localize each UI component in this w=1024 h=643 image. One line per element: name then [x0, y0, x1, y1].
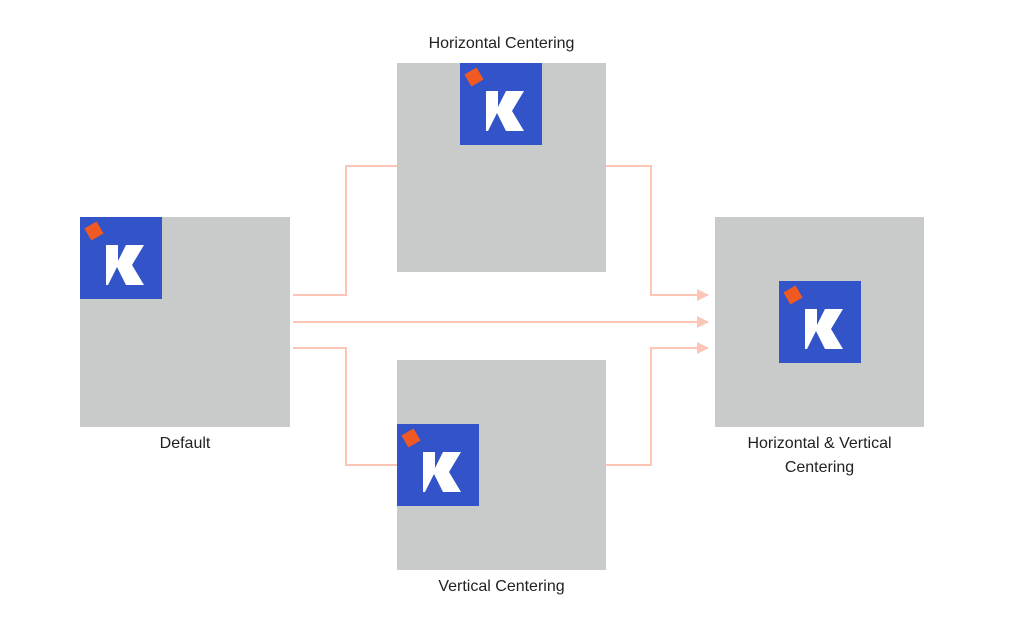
horizontal-label: Horizontal Centering — [428, 35, 575, 52]
edge-vertical-to-both — [606, 342, 709, 466]
k-logo-icon — [80, 217, 162, 299]
k-logo-icon — [397, 424, 479, 506]
default-label: Default — [159, 435, 211, 452]
both-label-line2: Centering — [784, 459, 855, 476]
edge-horizontal-to-both — [606, 165, 709, 301]
vertical-label: Vertical Centering — [438, 578, 565, 595]
edge-default-to-vertical — [293, 347, 397, 466]
horizontal-panel — [397, 63, 606, 272]
vertical-panel — [397, 360, 606, 570]
k-logo-icon — [460, 63, 542, 145]
k-logo-icon — [779, 281, 861, 363]
edge-default-to-horizontal — [293, 165, 397, 296]
both-panel — [715, 217, 924, 427]
both-label-line1: Horizontal & Vertical — [747, 435, 892, 452]
default-panel — [80, 217, 290, 427]
